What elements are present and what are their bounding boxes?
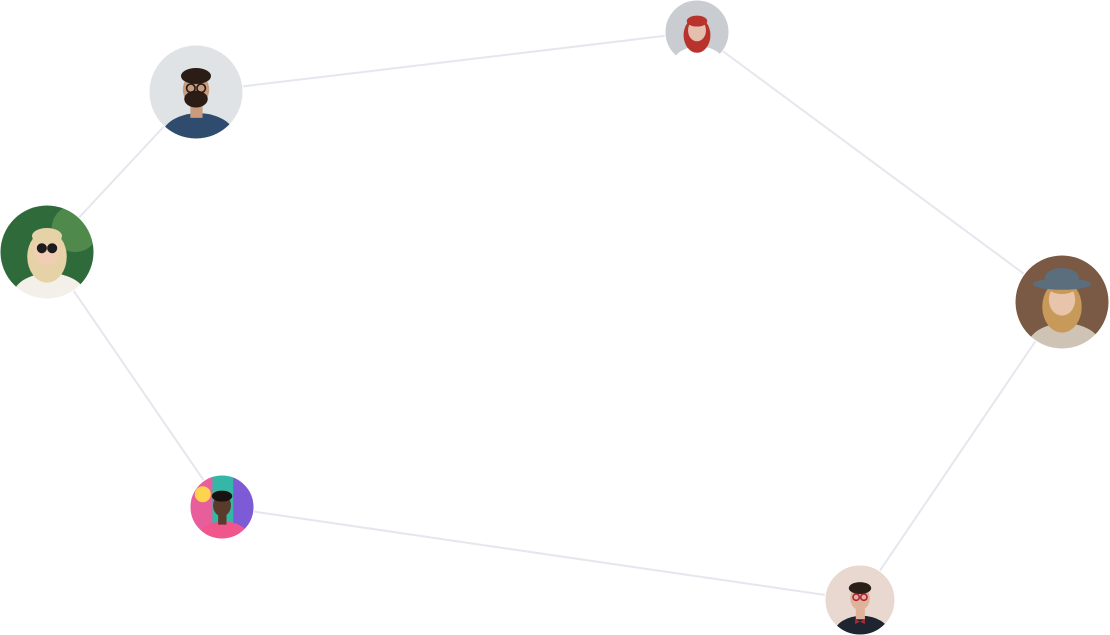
connection-line bbox=[221, 506, 861, 601]
avatar-ring bbox=[189, 474, 255, 540]
avatar-ring bbox=[148, 44, 244, 140]
avatar-bearded-man-glasses[interactable] bbox=[148, 44, 244, 160]
avatar-ring bbox=[0, 204, 95, 300]
avatar-ring bbox=[824, 564, 896, 635]
connection-line bbox=[46, 251, 223, 508]
avatar-man-colorful-background[interactable] bbox=[189, 474, 256, 553]
connection-line bbox=[195, 31, 698, 93]
avatar-woman-red-hair[interactable] bbox=[664, 0, 730, 78]
avatar-man-glasses-bowtie[interactable] bbox=[824, 564, 896, 635]
connection-line bbox=[696, 31, 1063, 303]
connection-line bbox=[859, 301, 1063, 601]
avatar-woman-sunglasses[interactable] bbox=[0, 204, 99, 320]
avatar-woman-hat[interactable] bbox=[1014, 254, 1110, 370]
avatar-ring bbox=[664, 0, 730, 65]
avatar-ring bbox=[1014, 254, 1110, 350]
